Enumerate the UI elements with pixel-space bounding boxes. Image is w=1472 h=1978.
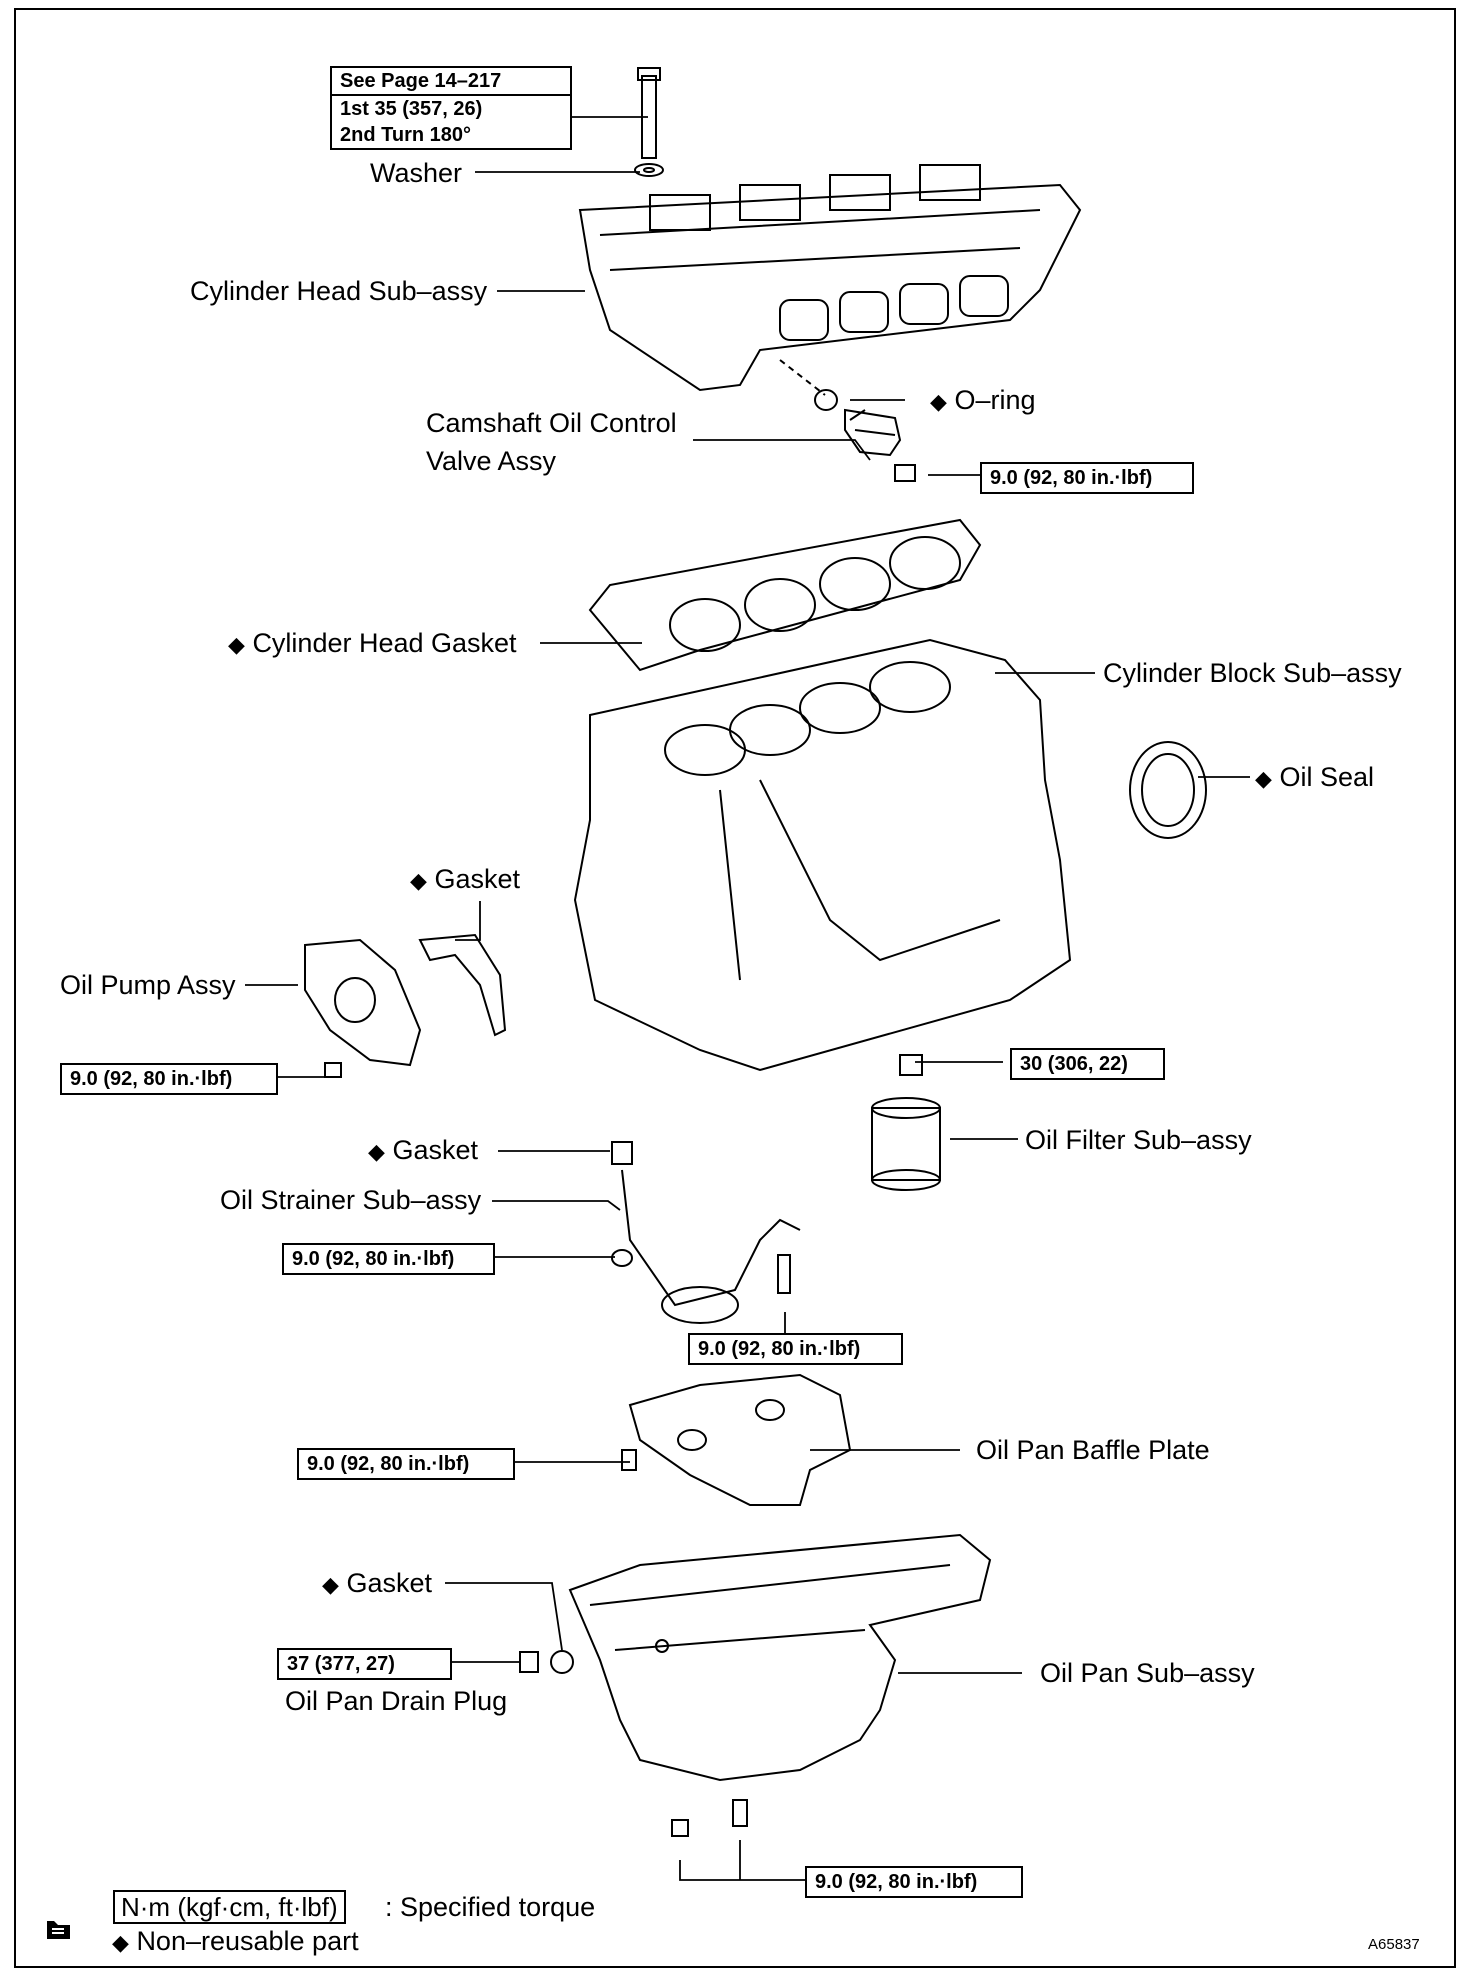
label-gasket-pan: ◆ Gasket (322, 1568, 432, 1598)
camshaft-valve-shape (844, 408, 916, 482)
oil-strainer-shape (611, 1141, 801, 1324)
oil-pump-bolt-shape (324, 1062, 342, 1078)
o-ring-shape (814, 389, 838, 411)
label-head-gasket: ◆ Cylinder Head Gasket (228, 628, 517, 658)
label-camshaft-line1: Camshaft Oil Control (426, 408, 677, 438)
torque-filter-union: 30 (306, 22) (1010, 1048, 1165, 1080)
torque-reference-header: See Page 14–217 (332, 68, 570, 96)
torque-strainer-right: 9.0 (92, 80 in.·lbf) (688, 1333, 903, 1365)
non-reusable-marker-icon: ◆ (112, 1930, 129, 1955)
non-reusable-marker-icon: ◆ (410, 868, 427, 893)
head-bolt (634, 67, 664, 177)
label-oil-seal: ◆ Oil Seal (1255, 762, 1374, 792)
torque-reference-box: See Page 14–217 1st 35 (357, 26) 2nd Tur… (330, 66, 572, 150)
label-baffle-plate: Oil Pan Baffle Plate (976, 1435, 1210, 1465)
label-cylinder-block: Cylinder Block Sub–assy (1103, 658, 1402, 688)
label-o-ring: ◆ O–ring (930, 385, 1036, 415)
legend-unit-desc: : Specified torque (385, 1892, 596, 1922)
oil-seal-shape (1129, 741, 1207, 839)
torque-strainer-left: 9.0 (92, 80 in.·lbf) (282, 1243, 495, 1275)
cylinder-block-shape (573, 638, 1072, 1072)
label-camshaft-line2: Valve Assy (426, 446, 557, 476)
oil-pump-shape (304, 938, 422, 1067)
label-gasket-pump: ◆ Gasket (410, 864, 520, 894)
label-washer: Washer (370, 158, 463, 188)
torque-drain-plug: 37 (377, 27) (277, 1648, 452, 1680)
non-reusable-marker-icon: ◆ (368, 1139, 385, 1164)
torque-reference-line2: 2nd Turn 180° (340, 124, 471, 146)
label-oil-filter: Oil Filter Sub–assy (1025, 1125, 1252, 1155)
label-oil-pump: Oil Pump Assy (60, 970, 236, 1000)
torque-camshaft-valve: 9.0 (92, 80 in.·lbf) (980, 462, 1194, 494)
diagram-frame (14, 8, 1456, 1968)
baffle-plate-shape (621, 1373, 852, 1506)
figure-id: A65837 (1368, 1936, 1420, 1953)
torque-baffle: 9.0 (92, 80 in.·lbf) (297, 1448, 515, 1480)
non-reusable-marker-icon: ◆ (1255, 766, 1272, 791)
cylinder-head-shape (578, 164, 1082, 396)
label-oil-pan: Oil Pan Sub–assy (1040, 1658, 1255, 1688)
torque-reference-line1: 1st 35 (357, 26) (340, 98, 483, 120)
torque-pan-bottom: 9.0 (92, 80 in.·lbf) (805, 1866, 1023, 1898)
label-drain-plug: Oil Pan Drain Plug (285, 1686, 508, 1716)
non-reusable-marker-icon: ◆ (930, 389, 947, 414)
oil-filter-shape (871, 1054, 941, 1191)
oil-pump-gasket-shape (418, 933, 507, 1037)
oil-pan-shape (519, 1533, 992, 1837)
label-oil-strainer: Oil Strainer Sub–assy (220, 1185, 482, 1215)
legend-nonreusable: ◆ Non–reusable part (112, 1926, 359, 1956)
label-gasket-strainer: ◆ Gasket (368, 1135, 478, 1165)
non-reusable-marker-icon: ◆ (228, 632, 245, 657)
non-reusable-marker-icon: ◆ (322, 1572, 339, 1597)
torque-oil-pump: 9.0 (92, 80 in.·lbf) (60, 1063, 278, 1095)
leader-lines (245, 116, 1250, 1881)
label-cylinder-head: Cylinder Head Sub–assy (190, 276, 488, 306)
book-icon (47, 1921, 70, 1939)
legend-unit-box: N·m (kgf·cm, ft·lbf) (113, 1890, 346, 1924)
head-gasket-shape (588, 518, 982, 672)
